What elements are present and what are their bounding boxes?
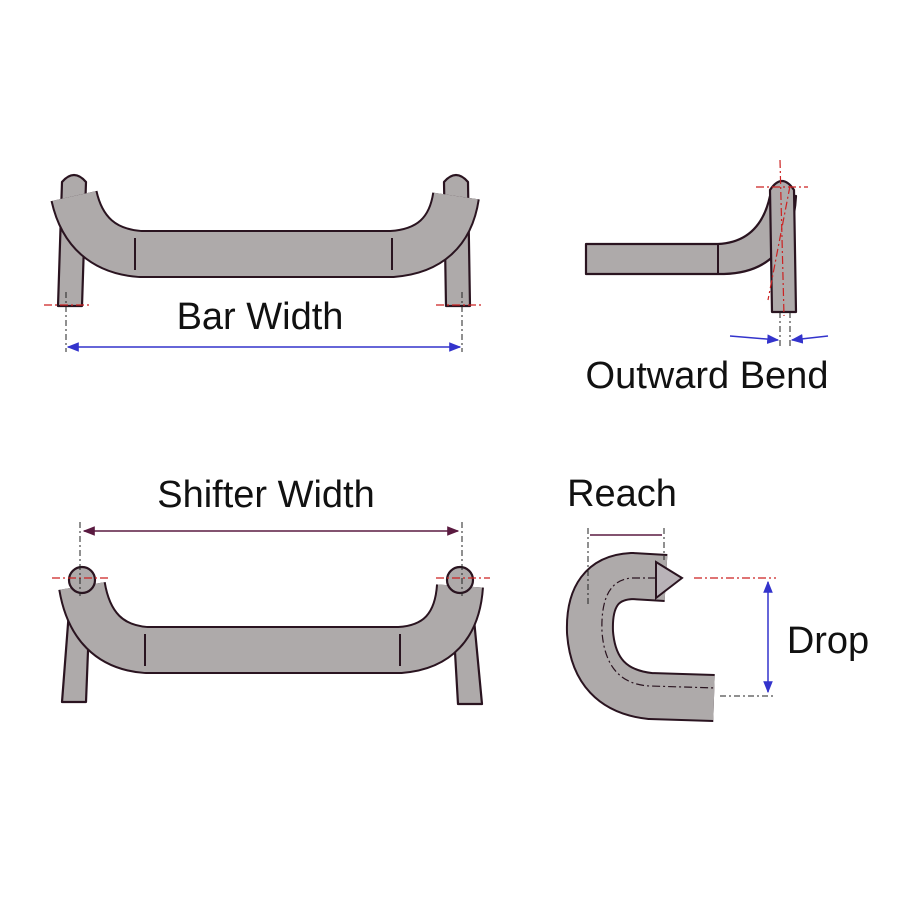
outward-bend-figure: Outward Bend: [584, 159, 829, 397]
shifter-bar-body: [60, 581, 482, 672]
drop-profile-centerline: [601, 577, 717, 689]
bar-body: [52, 190, 478, 276]
outward-bend-bar-tube: [584, 194, 798, 276]
outward-bend-arrow-right: [790, 334, 829, 344]
outward-bend-label: Outward Bend: [586, 355, 829, 397]
drop-profile: [567, 554, 715, 720]
reach-label: Reach: [567, 473, 677, 515]
reach-hood-tip: [655, 560, 684, 601]
drop-label: Drop: [787, 620, 869, 662]
reach-drop-figure: Reach Drop: [565, 473, 869, 722]
outward-bend-drop-tube: [768, 179, 798, 314]
shifter-width-label: Shifter Width: [157, 474, 375, 516]
outward-bend-angled-centerline: [767, 185, 791, 301]
bar-width-figure: Bar Width: [44, 173, 484, 352]
shifter-left-hood: [67, 565, 97, 595]
outward-bend-arrow-left: [729, 334, 780, 344]
outward-bend-vertical-centerline: [779, 159, 785, 317]
bar-width-label: Bar Width: [177, 296, 344, 338]
shifter-width-figure: Shifter Width: [52, 474, 490, 706]
shifter-right-hood: [445, 565, 475, 595]
